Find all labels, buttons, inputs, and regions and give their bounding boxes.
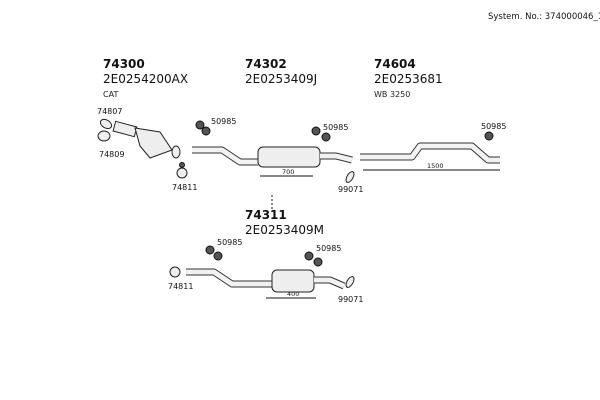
clamp-99071-upper: [345, 171, 355, 183]
oe-number: 2E0254200AX: [103, 72, 188, 86]
callout-74811: 74811: [172, 183, 197, 192]
part-number-74300: 74300: [103, 57, 145, 71]
callout-50985: 50985: [217, 238, 242, 247]
hanger-group-lower-1: [205, 245, 223, 261]
oe-number: 2E0253409J: [245, 72, 317, 86]
clamp-74807: [97, 118, 113, 142]
callout-50985: 50985: [481, 122, 506, 131]
callout-50985: 50985: [316, 244, 341, 253]
hanger-group-3: [484, 131, 494, 141]
callout-99071: 99071: [338, 185, 363, 194]
middle-muffler: [257, 146, 321, 168]
part-number-74302: 74302: [245, 57, 287, 71]
lower-muffler: [271, 269, 315, 293]
dimension-400: 400: [287, 290, 299, 298]
hanger-group-1: [195, 120, 211, 136]
hanger-group-2: [311, 126, 331, 142]
clamp-74811-lower: [169, 266, 181, 278]
clamp-74811-upper: [176, 162, 188, 179]
callout-99071: 99071: [338, 295, 363, 304]
hanger-group-lower-2: [304, 251, 323, 267]
dimension-700: 700: [282, 168, 294, 176]
part-note: WB 3250: [374, 90, 410, 99]
catalytic-converter: [112, 120, 181, 159]
oe-number: 2E0253409M: [245, 223, 324, 237]
callout-74811: 74811: [168, 282, 193, 291]
part-number-74604: 74604: [374, 57, 416, 71]
part-number-74311: 74311: [245, 208, 287, 222]
system-number: System. No.: 374000046_10: [488, 12, 600, 22]
clamp-99071-lower: [345, 276, 355, 288]
callout-50985: 50985: [323, 123, 348, 132]
dimension-1500: 1500: [427, 162, 444, 170]
callout-74807: 74807: [97, 107, 122, 116]
callout-74809: 74809: [99, 150, 124, 159]
part-note: CAT: [103, 90, 118, 99]
oe-number: 2E0253681: [374, 72, 443, 86]
callout-50985: 50985: [211, 117, 236, 126]
